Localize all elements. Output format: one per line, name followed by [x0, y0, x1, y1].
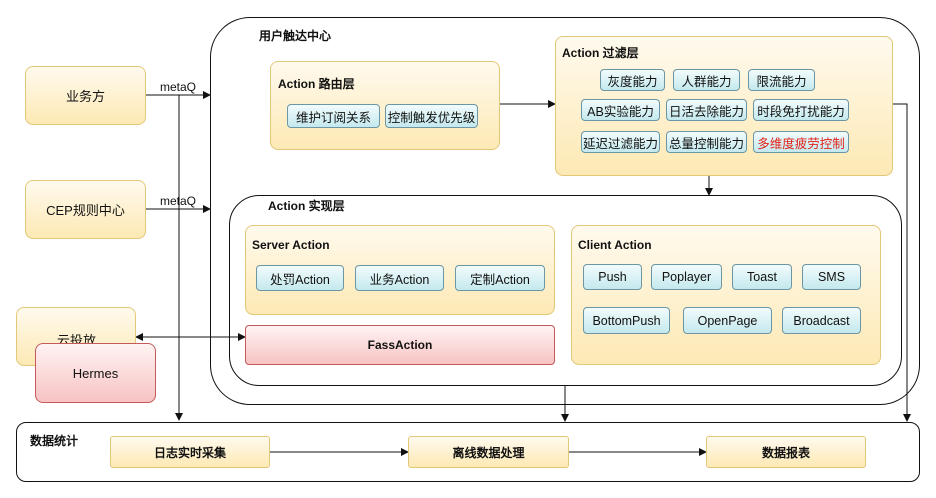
stats-step-collect-label: 日志实时采集	[153, 445, 226, 460]
stats-step-report: 数据报表	[706, 436, 866, 468]
filter-item: 人群能力	[673, 69, 740, 91]
source-cep: CEP规则中心	[25, 180, 146, 239]
stats-step-collect: 日志实时采集	[110, 436, 270, 468]
metaq-label-1: metaQ	[160, 80, 197, 94]
filter-item: 时段免打扰能力	[753, 99, 849, 121]
source-hermes: Hermes	[35, 343, 156, 403]
filter-item: 延迟过滤能力	[581, 131, 660, 153]
filter-item-highlight: 多维度疲劳控制	[753, 131, 849, 153]
server-action-item: 处罚Action	[256, 265, 344, 291]
stats-step-offline: 离线数据处理	[408, 436, 569, 468]
impl-layer-frame	[229, 195, 902, 386]
filter-item: 总量控制能力	[666, 131, 747, 153]
filter-layer-title: Action 过滤层	[562, 46, 639, 60]
client-action-item: BottomPush	[583, 307, 670, 334]
impl-layer-title: Action 实现层	[268, 199, 345, 213]
fass-action: FassAction	[245, 325, 555, 365]
touch-center-frame	[210, 17, 920, 405]
filter-item: 日活去除能力	[666, 99, 747, 121]
source-biz: 业务方	[25, 66, 146, 125]
stats-step-offline-label: 离线数据处理	[452, 445, 525, 460]
stats-title: 数据统计	[30, 434, 79, 448]
arrow-filter-to-stats	[893, 103, 911, 422]
client-action-item: Push	[583, 264, 642, 290]
client-action-item: Broadcast	[782, 307, 861, 334]
metaq-label-2: metaQ	[160, 194, 197, 208]
filter-item: 灰度能力	[600, 69, 665, 91]
client-action-item: OpenPage	[683, 307, 772, 334]
route-item: 控制触发优先级	[385, 104, 478, 128]
client-action-item: Toast	[732, 264, 792, 290]
source-cep-label: CEP规则中心	[46, 203, 125, 218]
stats-panel	[16, 422, 920, 482]
source-hermes-label: Hermes	[72, 365, 119, 381]
server-action-item: 业务Action	[355, 265, 444, 291]
route-layer-title: Action 路由层	[278, 77, 355, 91]
stats-step-report-label: 数据报表	[761, 445, 810, 460]
filter-item: AB实验能力	[581, 99, 660, 121]
client-action-item: SMS	[802, 264, 861, 290]
touch-center-title: 用户触达中心	[259, 29, 332, 43]
client-action-item: Poplayer	[651, 264, 722, 290]
client-action-panel	[571, 225, 881, 365]
client-action-title: Client Action	[578, 238, 652, 252]
route-item: 维护订阅关系	[287, 104, 380, 128]
fass-action-label: FassAction	[367, 338, 433, 352]
filter-item: 限流能力	[748, 69, 815, 91]
server-action-title: Server Action	[252, 238, 330, 252]
source-biz-label: 业务方	[65, 89, 105, 104]
server-action-item: 定制Action	[455, 265, 545, 291]
